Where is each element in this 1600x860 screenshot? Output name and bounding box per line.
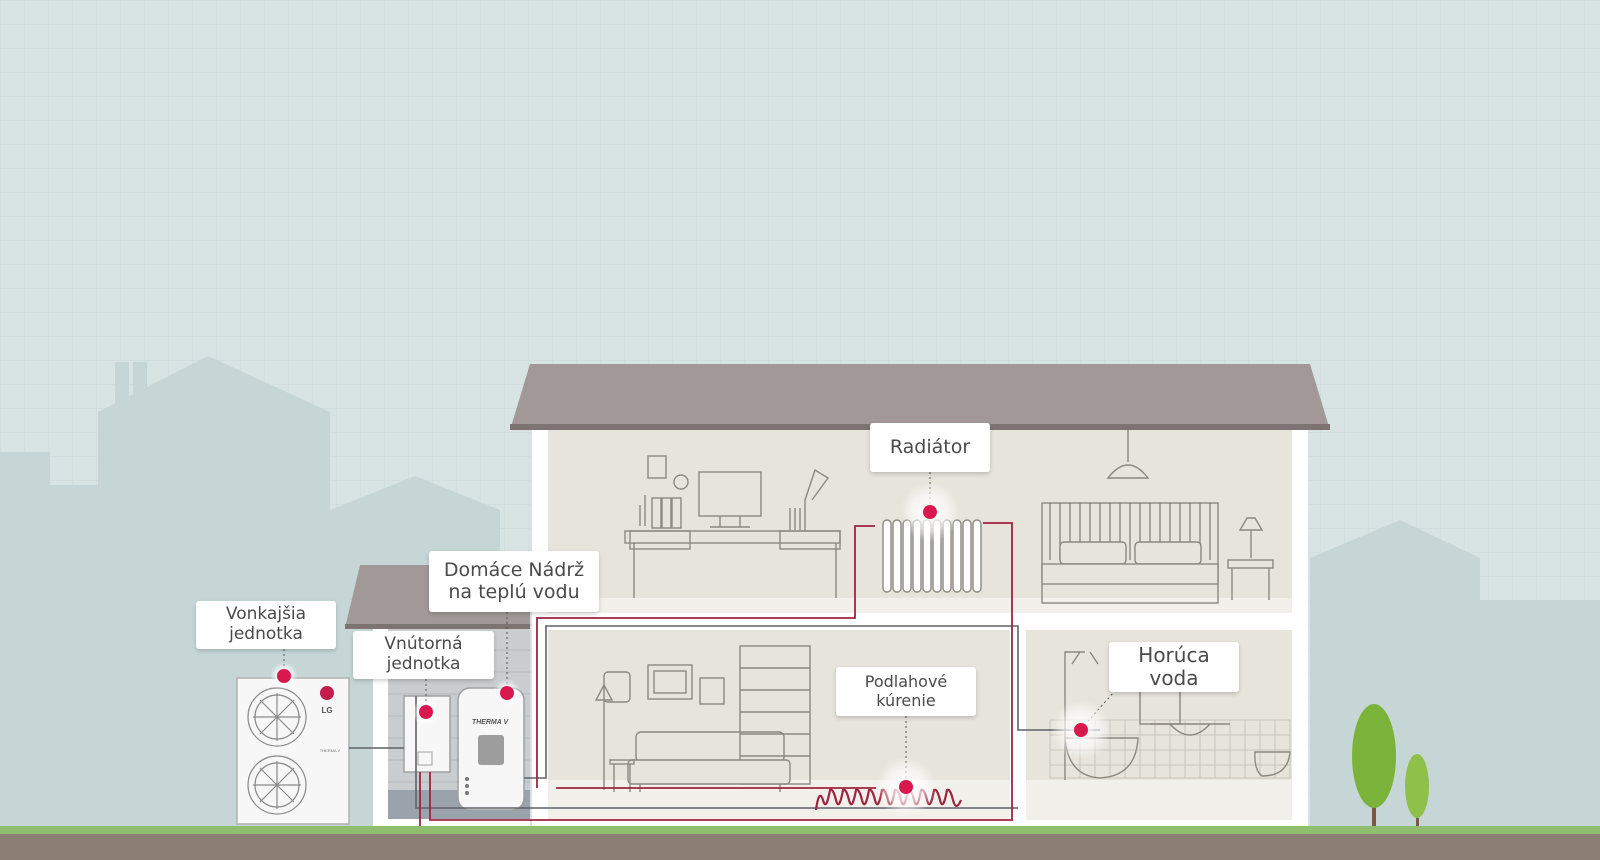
soil [0, 834, 1600, 860]
outdoor-unit-label: Vonkajšia jednotka [196, 601, 336, 649]
outdoor-model: THERMA V [320, 748, 341, 753]
radiator-label: Radiátor [870, 423, 990, 472]
radiator-hotspot[interactable] [923, 505, 937, 519]
hot-water-hotspot[interactable] [1074, 723, 1088, 737]
bedroom-furniture [1041, 430, 1274, 604]
hotspots [270, 482, 1111, 817]
main-house-roof [510, 364, 1330, 430]
outdoor-unit-hotspot[interactable] [277, 669, 291, 683]
indoor-unit-label: Vnútorná jednotka [353, 631, 494, 679]
outdoor-brand: LG [321, 706, 332, 715]
lg-logo [320, 686, 334, 700]
office-furniture [624, 455, 841, 598]
bathroom-fixtures [1064, 651, 1291, 780]
outdoor-unit: LG THERMA V [236, 677, 350, 825]
tree-icon [1352, 704, 1429, 826]
bathtub-icon [1064, 737, 1139, 779]
indoor-unit-hotspot[interactable] [419, 705, 433, 719]
tank-brand: THERMA V [472, 719, 510, 726]
lamp-icon [1106, 430, 1150, 479]
tank-hotspot[interactable] [500, 686, 514, 700]
floor-heating-label: Podlahové kúrenie [836, 667, 976, 716]
floor-heating-hotspot[interactable] [899, 780, 913, 794]
hot-water-label: Horúca voda [1109, 642, 1239, 692]
hot-water-tank: THERMA V [457, 687, 525, 811]
living-room-furniture [594, 645, 811, 792]
grass [0, 826, 1600, 834]
hot-water-tank-label: Domáce Nádrž na teplú vodu [429, 551, 599, 612]
